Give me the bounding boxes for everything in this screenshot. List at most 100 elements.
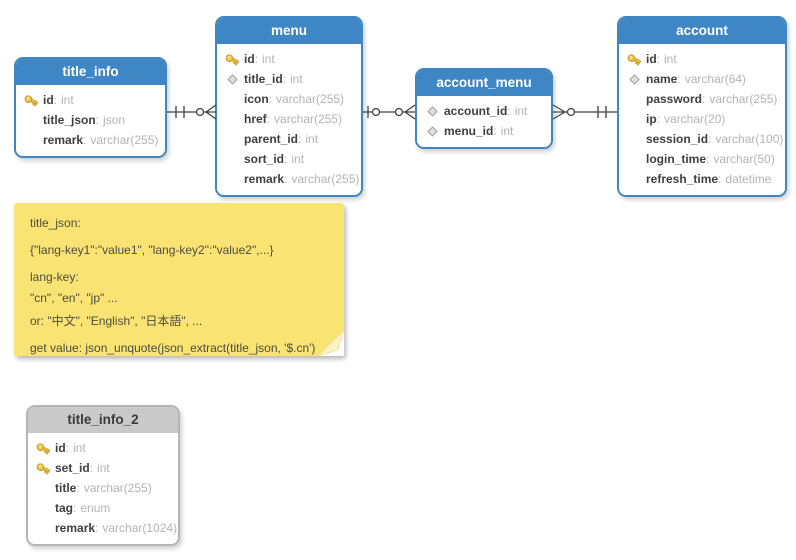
field-name: id [43,93,54,107]
field-row[interactable]: icon:varchar(255) [217,89,361,109]
field-row[interactable]: login_time:varchar(50) [619,149,785,169]
field-type: int [73,441,86,455]
field-row[interactable]: id:int [217,49,361,69]
table-title-info-2[interactable]: title_info_2 id:int set_id:int title:var… [26,405,180,546]
field-colon: : [656,52,661,66]
primary-key-icon [626,52,643,67]
field-colon: : [507,104,511,118]
field-name: remark [43,133,84,147]
field-type: varchar(50) [713,152,775,166]
field-type: varchar(255) [83,481,152,495]
field-row[interactable]: remark:varchar(255) [16,130,165,150]
field-name: title_id [244,72,283,86]
field-row[interactable]: id:int [16,90,165,110]
field-type: varchar(255) [709,92,778,106]
field-colon: : [65,441,70,455]
field-type: varchar(255) [276,92,345,106]
field-name: id [646,52,657,66]
field-name: title_json [43,113,96,127]
table-account-menu[interactable]: account_menu account_id:int menu_id:int [415,68,553,149]
field-row[interactable]: ip:varchar(20) [619,109,785,129]
field-row[interactable]: href:varchar(255) [217,109,361,129]
field-row[interactable]: id:int [619,49,785,69]
field-row[interactable]: title:varchar(255) [28,478,178,498]
field-row[interactable]: remark:varchar(255) [217,169,361,189]
table-menu-body: id:int title_id:int icon:varchar(255) hr… [217,44,361,195]
field-type: varchar(1024) [102,521,178,535]
table-account-menu-body: account_id:int menu_id:int [417,96,551,147]
field-row[interactable]: parent_id:int [217,129,361,149]
field-row[interactable]: tag:enum [28,498,178,518]
field-type: varchar(20) [664,112,726,126]
note-line: get value: json_unquote(json_extract(tit… [30,341,316,355]
field-colon: : [493,124,497,138]
field-name: remark [244,172,285,186]
field-type: int [514,104,528,118]
field-colon: : [718,172,722,186]
field-name: ip [646,112,657,126]
field-row[interactable]: name:varchar(64) [619,69,785,89]
field-row[interactable]: sort_id:int [217,149,361,169]
table-account-body: id:int name:varchar(64) password:varchar… [619,44,785,195]
field-row[interactable]: remark:varchar(1024) [28,518,178,538]
note-line: {"lang-key1":"value1", "lang-key2":"valu… [30,243,274,257]
field-name: menu_id [444,124,494,138]
primary-key-icon [23,93,40,108]
note-line: "cn", "en", "jp" ... [30,291,118,305]
foreign-key-diamond-icon [224,73,241,85]
note-folded-corner-icon [318,330,344,356]
field-type: varchar(64) [684,72,747,86]
table-account-menu-header[interactable]: account_menu [417,70,551,96]
field-type: varchar(255) [274,112,343,126]
table-title-info-2-header[interactable]: title_info_2 [28,407,178,433]
field-row[interactable]: menu_id:int [417,121,551,141]
note-line: or: "中文", "English", "日本語", ... [30,314,203,328]
table-title-info[interactable]: title_info id:int title_json:json remark… [14,57,167,158]
field-type: datetime [725,172,772,186]
field-name: password [646,92,703,106]
table-account[interactable]: account id:int name:varchar(64) password… [617,16,787,197]
field-row[interactable]: refresh_time:datetime [619,169,785,189]
field-colon: : [266,112,271,126]
field-colon: : [702,92,706,106]
field-colon: : [53,93,58,107]
field-row[interactable]: title_json:json [16,110,165,130]
field-type: varchar(100) [715,132,784,146]
field-name: icon [244,92,269,106]
table-account-header[interactable]: account [619,18,785,44]
field-name: refresh_time [646,172,719,186]
field-row[interactable]: password:varchar(255) [619,89,785,109]
field-colon: : [284,172,288,186]
note-line: lang-key: [30,270,79,284]
relationship-title-info-menu[interactable] [166,100,218,124]
relationship-account-menu-account[interactable] [552,100,619,124]
table-menu[interactable]: menu id:int title_id:int icon:varchar(25… [215,16,363,197]
field-type: int [97,461,110,475]
relationship-menu-account-menu[interactable] [362,100,418,124]
note-line: title_json: [30,216,81,230]
field-row[interactable]: id:int [28,438,178,458]
field-name: session_id [646,132,709,146]
field-name: login_time [646,152,707,166]
field-name: name [646,72,678,86]
field-type: enum [80,501,111,515]
field-name: id [244,52,255,66]
table-title-info-2-body: id:int set_id:int title:varchar(255) tag… [28,433,178,544]
table-title-info-header[interactable]: title_info [16,59,165,85]
field-colon: : [706,152,710,166]
table-menu-header[interactable]: menu [217,18,361,44]
field-colon: : [76,481,80,495]
field-row[interactable]: set_id:int [28,458,178,478]
field-row[interactable]: session_id:varchar(100) [619,129,785,149]
field-name: parent_id [244,132,299,146]
field-name: set_id [55,461,90,475]
field-row[interactable]: account_id:int [417,101,551,121]
field-row[interactable]: title_id:int [217,69,361,89]
field-colon: : [677,72,681,86]
field-name: href [244,112,267,126]
field-type: int [61,93,74,107]
primary-key-icon [35,441,52,456]
sticky-note[interactable]: title_json: {"lang-key1":"value1", "lang… [14,203,344,356]
field-name: sort_id [244,152,285,166]
